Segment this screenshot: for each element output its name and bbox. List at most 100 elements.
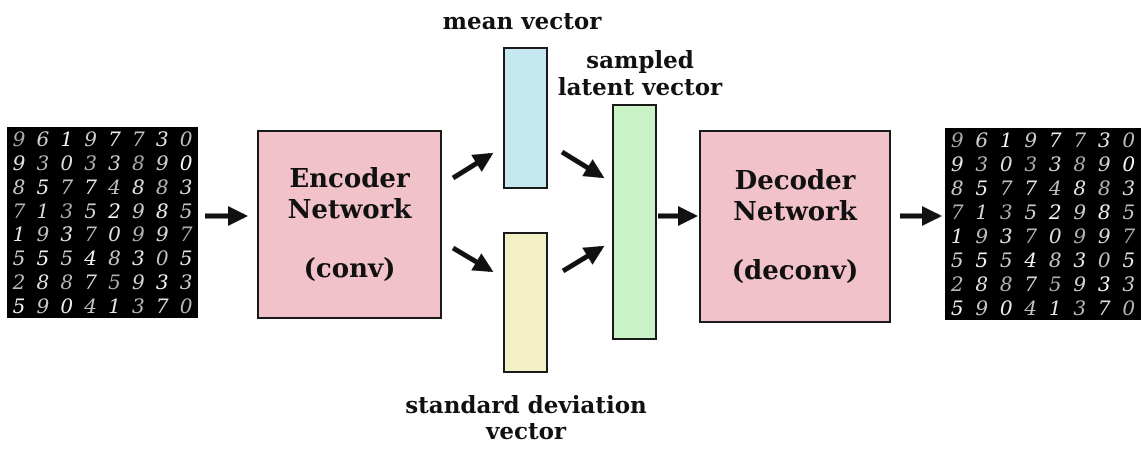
digit-cell: 0: [108, 222, 121, 247]
digit-cell: 8: [1048, 248, 1062, 272]
digit-cell: 3: [999, 224, 1013, 248]
digit-cell: 3: [155, 270, 169, 295]
digit-cell: 6: [36, 127, 50, 151]
digit-cell: 0: [179, 294, 193, 318]
digit-cell: 8: [1073, 176, 1087, 200]
digit-cell: 8: [999, 272, 1013, 296]
digit-cell: 8: [1073, 152, 1087, 176]
digit-cell: 5: [1122, 200, 1136, 224]
digit-cell: 3: [1122, 272, 1136, 296]
digit-cell: 5: [950, 248, 964, 272]
digit-cell: 7: [950, 200, 964, 224]
digit-cell: 7: [155, 294, 169, 318]
digit-cell: 9: [131, 222, 145, 247]
digit-cell: 0: [1122, 128, 1136, 152]
digit-cell: 1: [1048, 296, 1062, 320]
digit-cell: 7: [12, 198, 26, 223]
decoder-line1: Decoder: [734, 166, 856, 196]
digit-cell: 8: [131, 174, 145, 199]
digit-cell: 7: [179, 222, 193, 247]
digit-cell: 0: [60, 150, 74, 175]
latent-vector-label-line1: sampled: [586, 47, 694, 74]
digit-cell: 3: [179, 174, 193, 199]
digit-cell: 7: [999, 176, 1013, 200]
digit-cell: 7: [1024, 272, 1038, 296]
digit-cell: 7: [108, 127, 121, 151]
digit-cell: 9: [1073, 272, 1087, 296]
digit-cell: 7: [84, 270, 97, 295]
digit-cell: 3: [1024, 152, 1038, 176]
digit-cell: 8: [975, 272, 989, 296]
digit-cell: 3: [60, 198, 74, 223]
digit-cell: 3: [131, 246, 145, 271]
digit-cell: 3: [1073, 248, 1087, 272]
arrow-mean-to-latent: [560, 149, 605, 179]
digit-cell: 3: [108, 150, 121, 175]
digit-cell: 9: [12, 127, 26, 151]
digit-cell: 5: [975, 248, 989, 272]
digit-cell: 3: [1073, 296, 1087, 320]
digit-cell: 0: [155, 246, 169, 271]
digit-cell: 0: [179, 150, 193, 175]
arrow-stddev-to-latent: [561, 245, 605, 274]
digit-cell: 4: [1048, 176, 1062, 200]
digit-cell: 3: [975, 152, 989, 176]
digit-cell: 1: [999, 128, 1013, 152]
digit-cell: 8: [155, 198, 169, 223]
digit-cell: 0: [999, 296, 1013, 320]
digit-cell: 0: [60, 294, 74, 318]
digit-cell: 5: [1048, 272, 1062, 296]
digit-cell: 5: [12, 246, 26, 271]
digit-cell: 7: [1122, 224, 1136, 248]
digit-cell: 5: [179, 198, 193, 223]
digit-cell: 3: [155, 127, 169, 151]
digit-cell: 5: [999, 248, 1013, 272]
digit-cell: 5: [12, 294, 26, 318]
digit-cell: 1: [975, 200, 989, 224]
digit-cell: 1: [950, 224, 964, 248]
digit-cell: 7: [1024, 224, 1038, 248]
digit-cell: 3: [179, 270, 193, 295]
digit-cell: 4: [1024, 296, 1038, 320]
digit-cell: 9: [1073, 200, 1087, 224]
digit-cell: 8: [12, 174, 26, 199]
encoder-network-box: Encoder Network (conv): [257, 130, 442, 319]
digit-cell: 3: [1048, 152, 1062, 176]
digit-cell: 3: [1097, 128, 1111, 152]
digit-cell: 3: [84, 150, 97, 175]
stddev-vector-label-line1: standard deviation: [405, 392, 647, 419]
digit-cell: 8: [131, 150, 145, 175]
digit-cell: 4: [108, 174, 121, 199]
digit-cell: 8: [60, 270, 74, 295]
digit-cell: 3: [36, 150, 50, 175]
digit-cell: 0: [999, 152, 1013, 176]
decoder-line2: Network: [733, 197, 857, 227]
digit-cell: 5: [179, 246, 193, 271]
digit-cell: 8: [36, 270, 50, 295]
digit-cell: 2: [12, 270, 26, 295]
digit-cell: 9: [155, 150, 169, 175]
digit-cell: 7: [84, 174, 97, 199]
mean-vector-label: mean vector: [442, 8, 602, 35]
digit-cell: 8: [1097, 200, 1111, 224]
mean-vector-box: [503, 47, 548, 189]
digit-cell: 1: [60, 127, 74, 151]
digit-cell: 1: [12, 222, 26, 247]
digit-cell: 5: [1024, 200, 1038, 224]
digit-cell: 0: [1122, 152, 1136, 176]
digit-cell: 9: [975, 224, 989, 248]
digit-cell: 7: [131, 127, 145, 151]
digit-cell: 4: [1024, 248, 1038, 272]
digit-cell: 9: [950, 152, 964, 176]
digit-cell: 3: [131, 294, 145, 318]
stddev-vector-label-line2: vector: [485, 418, 567, 445]
latent-vector-label-line2: latent vector: [557, 74, 723, 101]
digit-cell: 3: [60, 222, 74, 247]
digit-cell: 7: [60, 174, 74, 199]
digit-cell: 9: [84, 127, 97, 151]
digit-cell: 8: [950, 176, 964, 200]
arrow-encoder-to-mean: [451, 152, 494, 181]
